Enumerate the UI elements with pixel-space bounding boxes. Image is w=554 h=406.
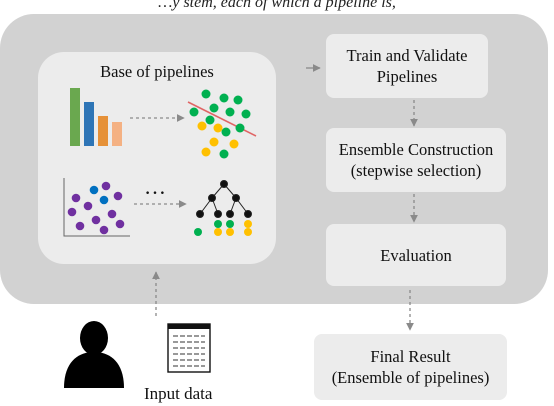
step-ensemble-construction: Ensemble Construction (stepwise selectio… — [326, 128, 506, 192]
step-evaluation: Evaluation — [326, 224, 506, 286]
bar-chart-icon — [70, 88, 122, 146]
decision-tree-icon — [194, 180, 252, 236]
document-icon — [167, 323, 211, 373]
final-result-box: Final Result (Ensemble of pipelines) — [314, 334, 507, 400]
cropped-caption: …y stem, each of which a pipeline is, — [158, 0, 396, 11]
flow-arrows — [130, 64, 418, 331]
classification-scatter-icon — [187, 89, 257, 159]
cluster-scatter-icon — [63, 178, 130, 237]
step-train-validate: Train and Validate Pipelines — [326, 34, 488, 98]
more-pipelines-ellipsis: … — [144, 174, 166, 199]
input-data-label: Input data — [144, 384, 213, 403]
base-of-pipelines-title: Base of pipelines — [100, 62, 214, 81]
user-silhouette-icon — [64, 321, 124, 388]
